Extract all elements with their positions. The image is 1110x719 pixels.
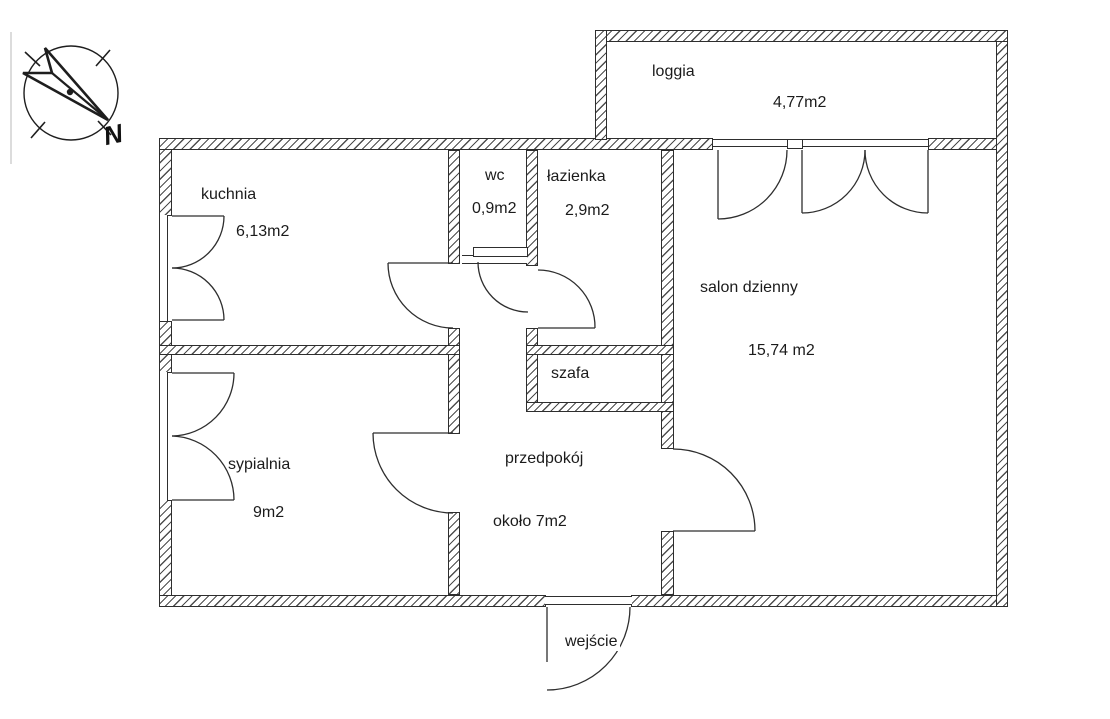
compass-tick-sw <box>30 121 46 139</box>
wall-wc-lazienka <box>526 150 538 266</box>
room-label-sypialnia: sypialnia <box>228 456 291 473</box>
room-label-szafa: szafa <box>551 365 590 382</box>
wall-szafa-bottom <box>526 402 674 412</box>
room-label-salon: salon dzienny <box>700 279 798 296</box>
wc-door-arc <box>477 261 529 313</box>
room-label-przedpokoj: przedpokój <box>505 450 584 467</box>
lazienka-door <box>537 269 596 329</box>
compass-needle-spine <box>51 72 109 121</box>
kuchnia-window-band <box>159 215 168 321</box>
wall-lazienka-salon <box>661 150 674 449</box>
wall-szafa-top <box>526 345 674 355</box>
entrance-label: wejście <box>562 633 621 651</box>
wall-outer-top <box>159 138 713 150</box>
compass-circle <box>23 45 119 141</box>
wall-szafa-left <box>526 328 538 412</box>
wall-outer-right <box>996 30 1008 607</box>
scan-artifact-line <box>10 32 12 164</box>
room-label-lazienka: łazienka <box>547 168 606 185</box>
room-area-wc: 0,9m2 <box>472 200 517 217</box>
kuchnia-window <box>171 215 225 321</box>
balcony-door-mullion <box>787 139 803 149</box>
room-area-przedpokoj: około 7m2 <box>493 513 567 530</box>
room-area-lazienka: 2,9m2 <box>565 202 610 219</box>
compass-tick-nw <box>24 51 41 67</box>
sypialnia-door <box>372 432 454 514</box>
wall-outer-bottom-right <box>631 595 1008 607</box>
compass-north-label: N <box>101 118 127 152</box>
wc-door-leaf <box>473 247 528 257</box>
wall-outer-bottom-left <box>159 595 546 607</box>
salon-door <box>672 448 756 532</box>
room-area-sypialnia: 9m2 <box>253 504 285 521</box>
compass-tick-se <box>97 120 112 136</box>
wall-kuchnia-sypialnia <box>159 345 460 355</box>
sypialnia-window-band <box>159 372 168 501</box>
sypialnia-window <box>171 372 235 501</box>
wall-kuchnia-przedpokoj-upper <box>448 150 460 264</box>
compass-tick-ne <box>95 49 111 67</box>
room-label-kuchnia: kuchnia <box>201 186 257 203</box>
room-area-salon: 15,74 m2 <box>748 342 815 359</box>
wall-kuchnia-przedpokoj-lower <box>448 328 460 434</box>
wall-outer-top-right <box>928 138 1008 150</box>
compass: N <box>22 45 127 152</box>
room-label-wc: wc <box>485 167 505 184</box>
balcony-door-double <box>801 149 929 214</box>
wall-outer-left-upper <box>159 138 172 216</box>
wall-przedpokoj-salon-lower <box>661 531 674 595</box>
wall-loggia-left <box>595 30 607 140</box>
wall-sypialnia-przedpokoj-lower <box>448 512 460 595</box>
compass-center-dot <box>66 88 74 96</box>
room-label-loggia: loggia <box>652 63 695 80</box>
kuchnia-door <box>387 262 454 329</box>
room-area-kuchnia: 6,13m2 <box>236 223 290 240</box>
wall-outer-left-lower <box>159 500 172 607</box>
entrance-threshold <box>545 596 632 605</box>
balcony-door-single <box>717 149 788 220</box>
wall-loggia-top <box>595 30 1008 42</box>
room-area-loggia: 4,77m2 <box>773 94 827 111</box>
compass-needle <box>22 47 109 122</box>
